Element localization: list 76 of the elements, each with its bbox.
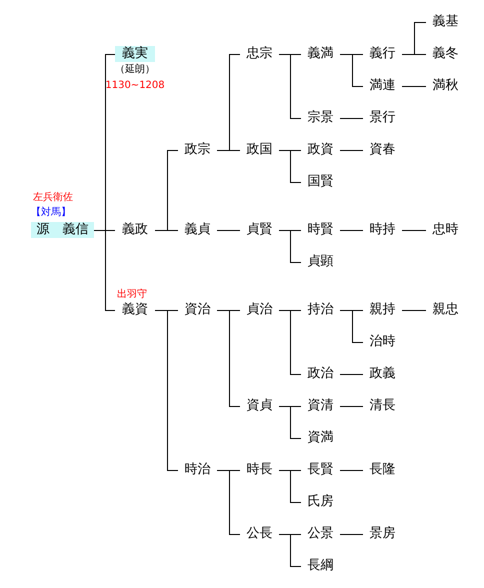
connector-line [340, 150, 364, 151]
connector-line [340, 54, 364, 87]
person-name: 時持 [363, 222, 402, 238]
person-name: 清長 [363, 398, 402, 414]
person-name: 義資 [115, 302, 155, 318]
connector-line [340, 118, 364, 119]
person-name: 義政 [115, 222, 155, 238]
person-name: 長隆 [363, 462, 402, 478]
person-name: 義行 [363, 46, 402, 62]
person-name: 政義 [363, 366, 402, 382]
connector-line [216, 310, 240, 407]
highlighted-name-box: 源 義信 [31, 222, 94, 238]
person-name: 治時 [363, 334, 402, 350]
person-name: 貞治 [240, 302, 279, 318]
person-name: 政治 [301, 366, 340, 382]
connector-line [278, 150, 302, 183]
person-name: 景房 [363, 526, 402, 542]
connector-line [154, 230, 178, 231]
person-name: 義貞 [178, 222, 217, 238]
person-name: 時長 [240, 462, 279, 478]
connector-line [216, 230, 240, 231]
connector-line [340, 230, 364, 231]
person-name: 国賢 [301, 174, 340, 190]
connector-line [340, 534, 364, 535]
person-name: 資満 [301, 430, 340, 446]
rank-note: 左兵衛佐 [33, 192, 73, 204]
connector-line [402, 230, 426, 231]
person-name: 長賢 [301, 462, 340, 478]
person-name: 義満 [301, 46, 340, 62]
person-name: 氏房 [301, 494, 340, 510]
person-name: 満連 [363, 78, 402, 94]
highlighted-name-box: 義実 [115, 46, 155, 62]
person-name: 義基 [426, 14, 465, 30]
person-name: 親忠 [426, 302, 465, 318]
connector-line [340, 406, 364, 407]
connector-line [216, 470, 240, 535]
person-name: 資治 [178, 302, 217, 318]
province-note: 【対馬】 [31, 207, 71, 219]
connector-line [278, 534, 302, 567]
person-name: 資貞 [240, 398, 279, 414]
connector-line [340, 470, 364, 471]
connector-line [216, 150, 240, 151]
person-name: 資清 [301, 398, 340, 414]
person-name: 政資 [301, 142, 340, 158]
connector-line [340, 374, 364, 375]
person-name: 満秋 [426, 78, 465, 94]
person-name: 貞顕 [301, 254, 340, 270]
person-name: 宗景 [301, 110, 340, 126]
person-name: 政宗 [178, 142, 217, 158]
life-dates: 1130~1208 [104, 80, 166, 92]
connector-line [278, 406, 302, 439]
connector-line [278, 470, 302, 503]
connector-line [278, 54, 302, 119]
person-name: 時治 [178, 462, 217, 478]
person-name: 貞賢 [240, 222, 279, 238]
person-name: 公景 [301, 526, 340, 542]
office-note: 出羽守 [117, 289, 147, 301]
person-name: 持治 [301, 302, 340, 318]
person-name: 親持 [363, 302, 402, 318]
connector-line [278, 310, 302, 375]
connector-line [402, 86, 426, 87]
person-name: 政国 [240, 142, 279, 158]
person-name: 忠時 [426, 222, 465, 238]
connector-line [402, 54, 426, 55]
person-name: 義冬 [426, 46, 465, 62]
alias-note: （延朗） [114, 64, 156, 76]
person-name: 公長 [240, 526, 279, 542]
person-name: 長綱 [301, 558, 340, 574]
connector-line [154, 310, 178, 471]
person-name: 資春 [363, 142, 402, 158]
connector-line [402, 310, 426, 311]
person-name: 時賢 [301, 222, 340, 238]
person-name: 景行 [363, 110, 402, 126]
person-name: 忠宗 [240, 46, 279, 62]
connector-line [340, 310, 364, 343]
connector-line [278, 230, 302, 263]
